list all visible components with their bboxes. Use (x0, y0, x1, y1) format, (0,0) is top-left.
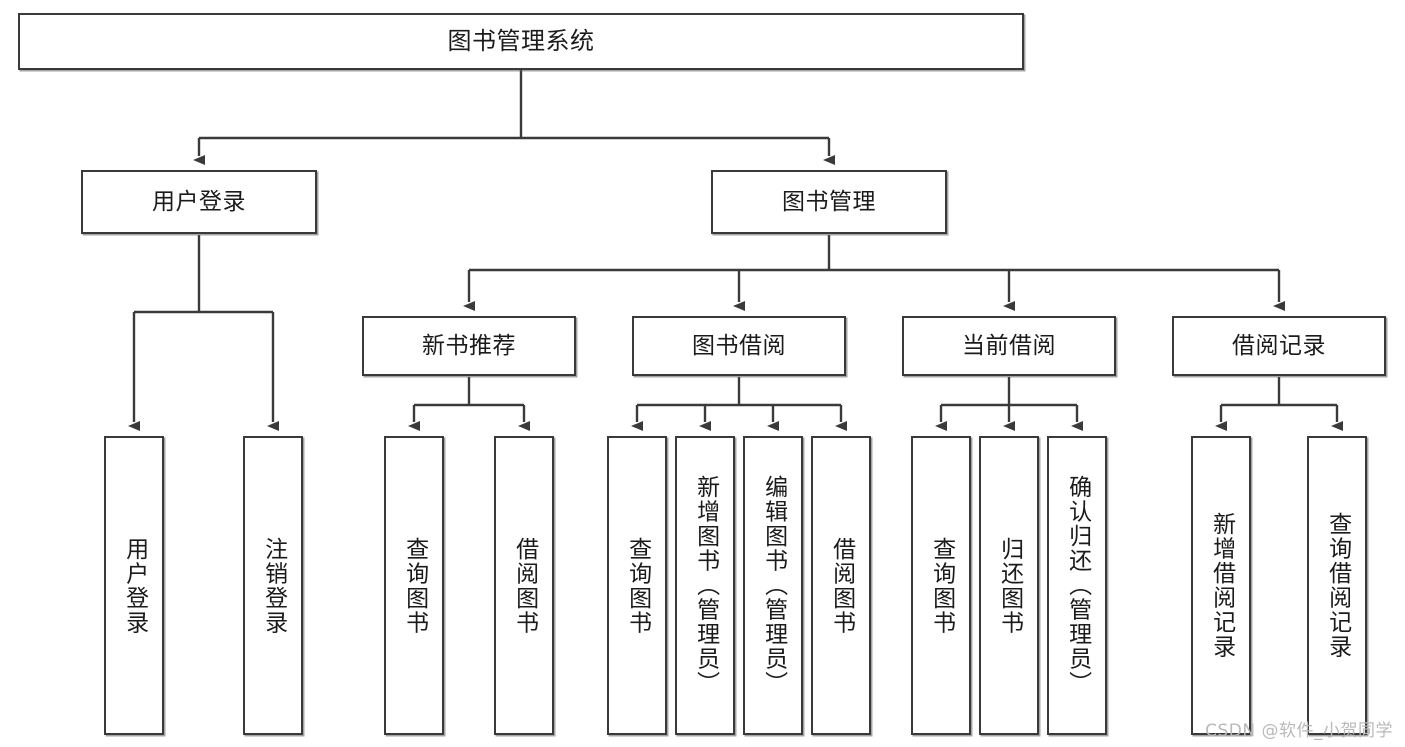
node-label: 用户登录 (121, 536, 148, 635)
node-root-system[interactable]: 图书管理系统 (18, 13, 1024, 70)
node-label: 图书借阅 (692, 332, 786, 359)
node-leaf-user-login-logout[interactable]: 注销登录 (243, 436, 303, 735)
node-new-book-recommend[interactable]: 新书推荐 (362, 316, 576, 376)
node-label: 借阅图书 (511, 536, 538, 635)
node-label: 确认归还（管理员） (1064, 475, 1091, 696)
node-borrow-record[interactable]: 借阅记录 (1172, 316, 1386, 376)
node-current-borrow[interactable]: 当前借阅 (902, 316, 1116, 376)
node-label: 查询图书 (928, 536, 955, 635)
node-label: 图书管理 (782, 188, 876, 215)
node-label: 查询图书 (401, 536, 428, 635)
node-label: 归还图书 (996, 536, 1023, 635)
node-label: 编辑图书（管理员） (760, 475, 787, 696)
node-label: 新增图书（管理员） (692, 475, 719, 696)
node-label: 用户登录 (152, 188, 246, 215)
node-book-management[interactable]: 图书管理 (711, 170, 947, 234)
node-leaf-bookborrow-borrow-book[interactable]: 借阅图书 (811, 436, 871, 735)
node-leaf-newbook-borrow-book[interactable]: 借阅图书 (494, 436, 554, 735)
watermark-text: CSDN @软件_小贺同学 (1205, 721, 1393, 741)
node-leaf-bookborrow-query-book[interactable]: 查询图书 (607, 436, 667, 735)
node-label: 当前借阅 (962, 332, 1056, 359)
node-leaf-currentborrow-query-book[interactable]: 查询图书 (911, 436, 971, 735)
node-leaf-currentborrow-return-book[interactable]: 归还图书 (979, 436, 1039, 735)
node-leaf-currentborrow-confirm-return-admin[interactable]: 确认归还（管理员） (1047, 436, 1107, 735)
node-label: 图书管理系统 (447, 26, 595, 55)
node-label: 借阅记录 (1232, 332, 1326, 359)
node-label: 借阅图书 (828, 536, 855, 635)
node-label: 注销登录 (260, 536, 287, 635)
node-label: 查询借阅记录 (1324, 512, 1351, 659)
node-leaf-bookborrow-add-book-admin[interactable]: 新增图书（管理员） (675, 436, 735, 735)
node-leaf-bookborrow-edit-book-admin[interactable]: 编辑图书（管理员） (743, 436, 803, 735)
node-leaf-borrowrecord-query-record[interactable]: 查询借阅记录 (1307, 436, 1367, 735)
node-label: 新书推荐 (422, 332, 516, 359)
node-leaf-user-login-login[interactable]: 用户登录 (104, 436, 164, 735)
node-leaf-borrowrecord-add-record[interactable]: 新增借阅记录 (1191, 436, 1251, 735)
node-leaf-newbook-query-book[interactable]: 查询图书 (384, 436, 444, 735)
node-book-borrow[interactable]: 图书借阅 (632, 316, 846, 376)
node-label: 新增借阅记录 (1208, 512, 1235, 659)
node-user-login[interactable]: 用户登录 (81, 170, 317, 234)
node-label: 查询图书 (624, 536, 651, 635)
